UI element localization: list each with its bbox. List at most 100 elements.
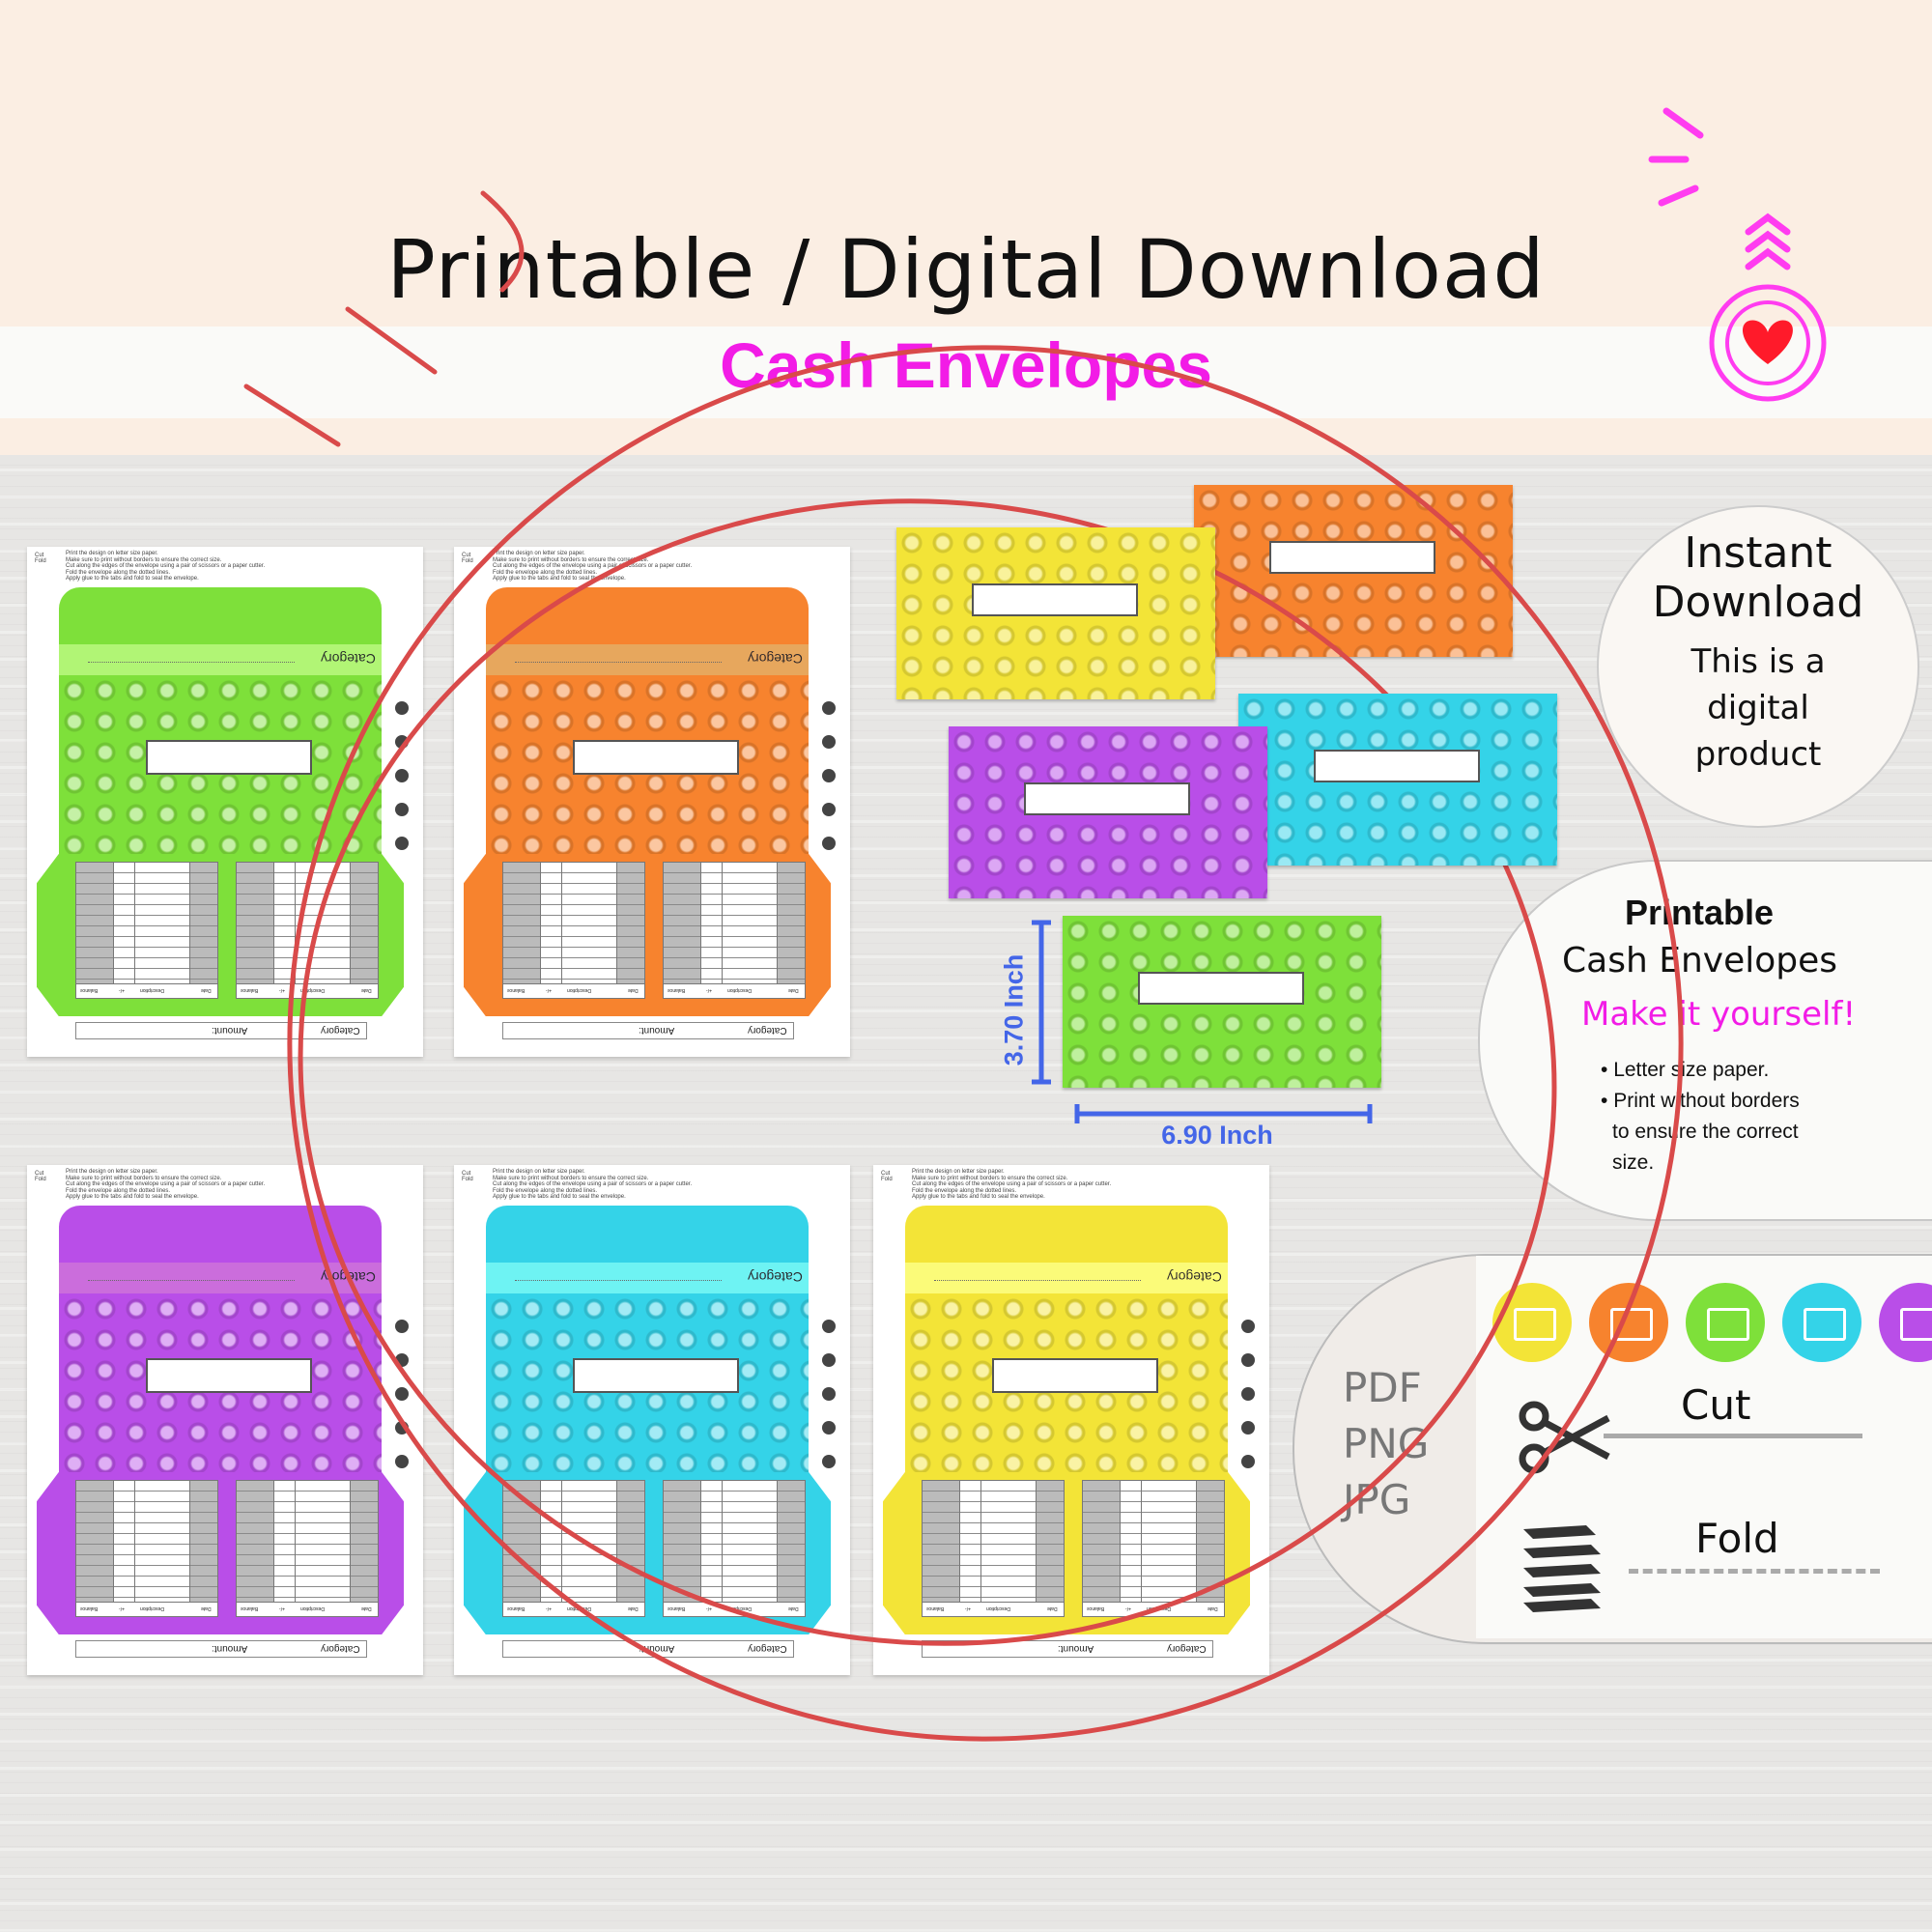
scissors-icon: [822, 1353, 836, 1367]
step-icon: [1241, 1421, 1255, 1435]
ledger-header-description: Description: [140, 1605, 165, 1611]
category-label: Category: [1167, 1269, 1222, 1285]
ledger-divider: [540, 863, 541, 998]
ledger-divider: [1036, 1481, 1037, 1616]
ledger-header-balance: Balance: [80, 987, 99, 993]
step-icon: [822, 803, 836, 816]
footer-category-label: Category: [748, 1025, 787, 1036]
instruction-line: Fold the envelope along the dotted lines…: [912, 1187, 1017, 1194]
envelope-label-box: [992, 1358, 1158, 1393]
ledger-header-balance: Balance: [507, 1605, 526, 1611]
ledger-divider: [722, 863, 723, 998]
ledger-divider: [1141, 1481, 1142, 1616]
ledger-divider: [700, 1481, 701, 1616]
ledger-header-date: Date: [1208, 1605, 1218, 1611]
envelope-icon: [822, 1455, 836, 1468]
instruction-line: Make sure to print without borders to en…: [66, 1175, 222, 1181]
format-list: PDF PNG JPG: [1343, 1360, 1429, 1528]
cut-line: [1604, 1434, 1862, 1438]
ledger-table: Balance +/- Description Date: [663, 862, 806, 999]
sheet-cut-label: Cut: [35, 553, 44, 558]
envelope-preview-green: [1063, 916, 1381, 1088]
ledger-header-balance: Balance: [1087, 1605, 1105, 1611]
sheet-cut-label: Cut: [35, 1171, 44, 1177]
sheet-fold-label: Fold: [35, 558, 46, 564]
amount-label: Amount:: [212, 1643, 248, 1654]
envelope-label-window: [1138, 972, 1304, 1005]
envelope-icon: [822, 837, 836, 850]
format-pdf: PDF: [1343, 1364, 1422, 1411]
ledger-header-description: Description: [567, 1605, 592, 1611]
instruction-line: Make sure to print without borders to en…: [912, 1175, 1068, 1181]
envelope-label-window: [1024, 782, 1190, 815]
printable-bullets: • Letter size paper. • Print without bor…: [1601, 1055, 1800, 1179]
ledger-lines: [76, 1481, 217, 1616]
ledger-divider: [561, 1481, 562, 1616]
sheet-fold-label: Fold: [35, 1177, 46, 1182]
category-band: Category: [59, 1263, 382, 1293]
envelope-footer: Amount: Category: [502, 1640, 794, 1658]
ledger-header-balance: Balance: [241, 987, 259, 993]
ledger-header-plusminus: +/-: [279, 987, 285, 993]
envelope-sheet-green: Cut Fold Print the design on letter size…: [27, 547, 423, 1057]
envelope-icon: [1707, 1308, 1749, 1341]
ledger-header-plusminus: +/-: [965, 1605, 971, 1611]
step-icons: [1241, 1320, 1257, 1489]
format-png: PNG: [1343, 1420, 1430, 1467]
ledger-header-description: Description: [300, 987, 326, 993]
ledger-header-balance: Balance: [668, 987, 686, 993]
envelope-footer: Amount: Category: [75, 1022, 367, 1039]
amount-label: Amount:: [639, 1643, 675, 1654]
ledger-header: Balance +/- Description Date: [664, 983, 805, 998]
step-icons: [395, 701, 411, 870]
sheet-instructions: Print the design on letter size paper.Ma…: [66, 551, 384, 582]
envelope-footer: Amount: Category: [922, 1640, 1213, 1658]
desc-line-2: digital: [1707, 689, 1809, 727]
instruction-line: Apply glue to the tabs and fold to seal …: [493, 576, 626, 582]
ledger-header-plusminus: +/-: [119, 987, 125, 993]
category-band: Category: [905, 1263, 1228, 1293]
ledger-divider: [273, 863, 274, 998]
instruction-line: Apply glue to the tabs and fold to seal …: [493, 1194, 626, 1201]
printable-tagline: Make it yourself!: [1581, 995, 1857, 1034]
fold-label: Fold: [1695, 1515, 1779, 1562]
ledger-divider: [113, 863, 114, 998]
envelope-icon: [395, 837, 409, 850]
instruction-line: Apply glue to the tabs and fold to seal …: [912, 1194, 1045, 1201]
step-icon: [822, 701, 836, 715]
bullet-print-borders: • Print without borders: [1601, 1090, 1800, 1112]
download-label: Download: [1652, 578, 1864, 627]
envelope-label-box: [146, 740, 312, 775]
instruction-line: Print the design on letter size paper.: [493, 1169, 585, 1175]
category-dotted-line: [515, 1280, 722, 1281]
ledger-header: Balance +/- Description Date: [923, 1602, 1064, 1616]
ledger-divider: [700, 863, 701, 998]
ledger-table: Balance +/- Description Date: [236, 1480, 379, 1617]
envelope-pocket: Balance +/- Description Date: [37, 1472, 404, 1634]
envelope-icon: [1900, 1308, 1932, 1341]
ledger-divider: [134, 1481, 135, 1616]
sheet-legend: Cut Fold: [462, 1171, 473, 1182]
instruction-line: Make sure to print without borders to en…: [493, 1175, 649, 1181]
step-icon: [395, 1421, 409, 1435]
ledger-lines: [503, 1481, 644, 1616]
ledger-lines: [76, 863, 217, 998]
category-dotted-line: [88, 662, 295, 663]
ledger-divider: [295, 1481, 296, 1616]
width-dimension-label: 6.90 Inch: [1161, 1121, 1273, 1150]
ledger-divider: [1120, 1481, 1121, 1616]
sheet-instructions: Print the design on letter size paper.Ma…: [493, 551, 811, 582]
ledger-lines: [1083, 1481, 1224, 1616]
ledger-divider: [722, 1481, 723, 1616]
ledger-header-date: Date: [1047, 1605, 1058, 1611]
instruction-line: Cut along the edges of the envelope usin…: [66, 563, 266, 570]
ledger-header-balance: Balance: [507, 987, 526, 993]
instruction-line: Cut along the edges of the envelope usin…: [912, 1181, 1112, 1188]
glue-icon: [1241, 1387, 1255, 1401]
color-swatch-envelope-icon: [1589, 1283, 1668, 1362]
ledger-divider: [295, 863, 296, 998]
envelope-label-window: [1314, 750, 1480, 782]
envelope-pocket: Balance +/- Description Date: [37, 854, 404, 1016]
envelope-preview-orange: [1194, 485, 1513, 657]
glue-icon: [395, 1387, 409, 1401]
